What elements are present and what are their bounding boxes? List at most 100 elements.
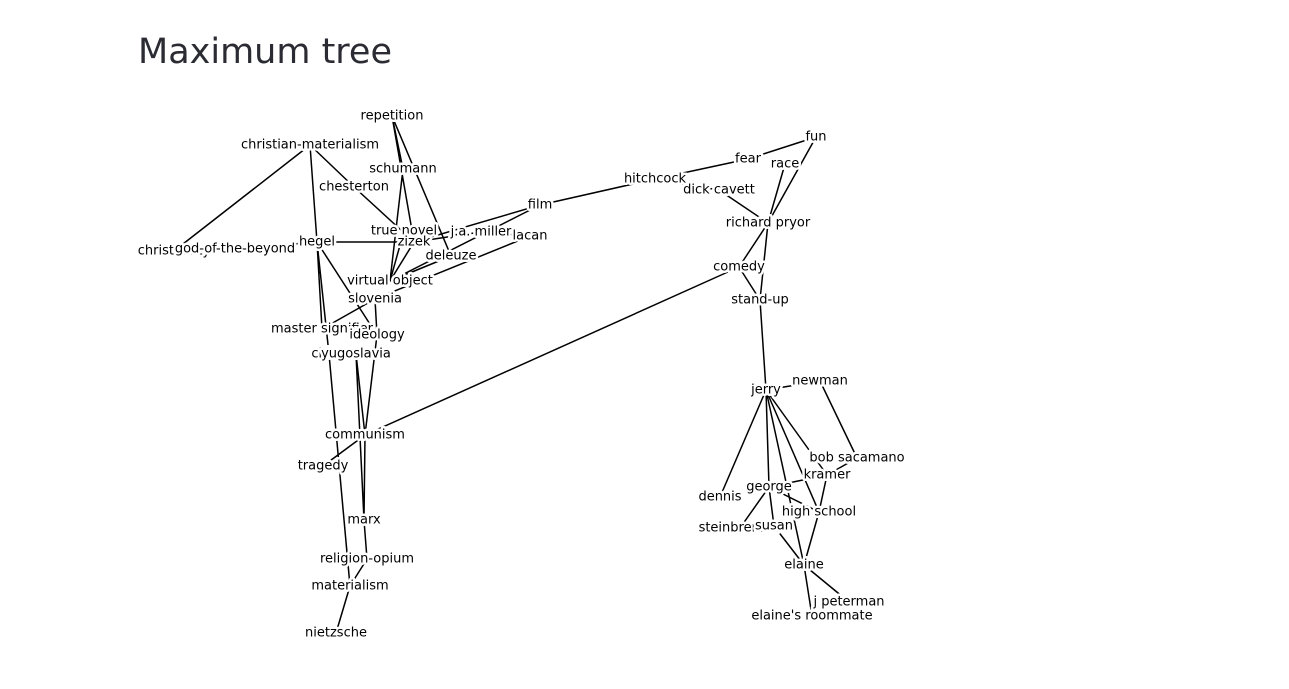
edge-yugoslavia-marx <box>355 353 365 521</box>
node-label-race: race <box>771 157 799 172</box>
edge-jerry-high-school <box>765 389 820 513</box>
edge-repetition-zizek <box>391 115 415 243</box>
edge-materialism-nietzsche <box>335 585 351 634</box>
edge-hitchcock-dick-cavett <box>654 178 720 191</box>
edge-communism-tragedy <box>322 434 366 467</box>
node-label-materialism: materialism <box>311 579 388 594</box>
edge-jerry-elaine <box>765 389 805 566</box>
edge-newman-bob-sacamano <box>819 380 858 459</box>
edge-jerry-george <box>765 389 770 488</box>
node-label-marx: marx <box>347 513 381 528</box>
edge-jerry-kramer <box>765 389 828 476</box>
edge-zizek-ja-miller <box>413 231 482 243</box>
node-label-richard-pryor: richard pryor <box>726 216 811 231</box>
edge-layer <box>173 115 858 634</box>
node-label-newman: newman <box>792 374 848 389</box>
node-label-fun: fun <box>805 130 826 145</box>
node-label-zizek: zizek <box>398 235 431 250</box>
edge-communism-marx <box>363 434 366 521</box>
node-label-virtual-object: virtual object <box>347 274 433 289</box>
edge-kramer-high-school <box>818 474 828 513</box>
edge-slovenia-ideology <box>374 298 378 336</box>
edge-christian-materialism-christianity <box>173 144 311 252</box>
edge-comedy-stand-up <box>738 266 761 301</box>
edge-film-virtual-object <box>389 204 541 282</box>
node-label-repetition: repetition <box>361 109 424 124</box>
edge-christianity-god-of-the-beyond <box>173 248 236 252</box>
node-label-film: film <box>528 198 552 213</box>
node-label-george: george <box>746 480 792 495</box>
node-label-comedy: comedy <box>713 260 765 275</box>
edge-fun-richard-pryor <box>767 136 817 224</box>
edge-race-richard-pryor <box>767 163 786 224</box>
edge-richard-pryor-comedy <box>738 222 769 268</box>
node-label-slovenia: slovenia <box>348 292 402 307</box>
node-label-fear: fear <box>735 152 762 167</box>
edge-film-hitchcock <box>539 178 656 206</box>
edge-george-steinbrenner <box>739 486 770 529</box>
node-label-susan: susan <box>755 519 793 534</box>
node-label-christian-materialism: christian-materialism <box>241 138 379 153</box>
node-label-j-peterman: j peterman <box>812 595 884 610</box>
edge-george-kramer <box>768 474 828 488</box>
node-label-christianity: christianity <box>138 244 211 259</box>
node-layer: repetition christian-materialism schumann c… <box>135 106 907 643</box>
edge-master-signifier-ideology <box>321 328 378 336</box>
node-label-communism: communism <box>325 428 405 443</box>
edge-repetition-deleuze <box>391 115 452 257</box>
edge-religion-opium-materialism <box>349 558 368 587</box>
edge-jerry-dennis <box>719 389 767 498</box>
node-label-schumann: schumann <box>369 162 437 177</box>
edge-hegel-china <box>316 241 330 355</box>
node-label-bob-sacamano: bob sacamano <box>809 451 904 466</box>
edge-zizek-virtual-object <box>389 241 415 282</box>
edge-hegel-ideology <box>316 241 378 336</box>
edge-susan-elaine <box>773 525 805 566</box>
node-label-yugoslavia: yugoslavia <box>321 347 391 362</box>
edge-elaine-elaines-roommate <box>803 564 813 617</box>
edge-george-susan <box>768 486 775 527</box>
edge-george-high-school <box>768 486 820 513</box>
node-label-hegel: hegel <box>299 235 335 250</box>
node-label-jerry: jerry <box>750 383 781 398</box>
node-label-dick-cavett: dick cavett <box>683 183 755 198</box>
node-label-elaine: elaine <box>784 558 823 573</box>
node-label-elaines-roommate: elaine's roommate <box>751 609 872 624</box>
edge-bob-sacamano-kramer <box>826 457 858 476</box>
page-title: Maximum tree <box>138 32 392 72</box>
edge-ideology-communism <box>364 334 378 436</box>
node-label-kramer: kramer <box>804 468 852 483</box>
node-label-ja-miller: j.a. miller <box>450 225 512 240</box>
node-label-master-signifier: master signifier <box>271 322 374 337</box>
edge-elaine-j-peterman <box>803 564 850 603</box>
node-label-deleuze: deleuze <box>426 249 477 264</box>
edge-ja-miller-lacan <box>480 231 531 237</box>
node-label-religion-opium: religion-opium <box>320 552 414 567</box>
edge-dick-cavett-richard-pryor <box>718 189 769 224</box>
edge-high-school-elaine <box>803 511 820 566</box>
node-label-dennis: dennis <box>698 490 741 505</box>
edge-yugoslavia-communism <box>355 353 366 436</box>
node-label-tragedy: tragedy <box>298 459 349 474</box>
edge-zizek-film <box>413 204 541 243</box>
edge-hitchcock-fear <box>654 158 749 180</box>
edge-christian-materialism-hegel <box>309 144 318 243</box>
edge-marx-religion-opium <box>363 519 368 560</box>
edge-china-materialism <box>328 353 351 587</box>
edge-jerry-newman <box>765 380 821 391</box>
edge-comedy-communism <box>364 266 740 436</box>
node-label-high-school: high school <box>782 505 856 520</box>
edge-slovenia-master-signifier <box>321 298 376 330</box>
edge-lacan-slovenia <box>374 235 531 300</box>
node-label-stand-up: stand-up <box>731 293 789 308</box>
node-label-china: china <box>311 347 346 362</box>
node-label-lacan: lacan <box>513 229 548 244</box>
edge-richard-pryor-stand-up <box>759 222 769 301</box>
edge-god-of-the-beyond-hegel <box>234 241 318 250</box>
edge-stand-up-jerry <box>759 299 767 391</box>
node-label-hitchcock: hitchcock <box>624 172 687 187</box>
node-label-god-of-the-beyond: god-of-the-beyond <box>175 242 295 257</box>
node-label-chesterton: chesterton <box>319 180 389 195</box>
node-label-ideology: ideology <box>349 328 405 343</box>
